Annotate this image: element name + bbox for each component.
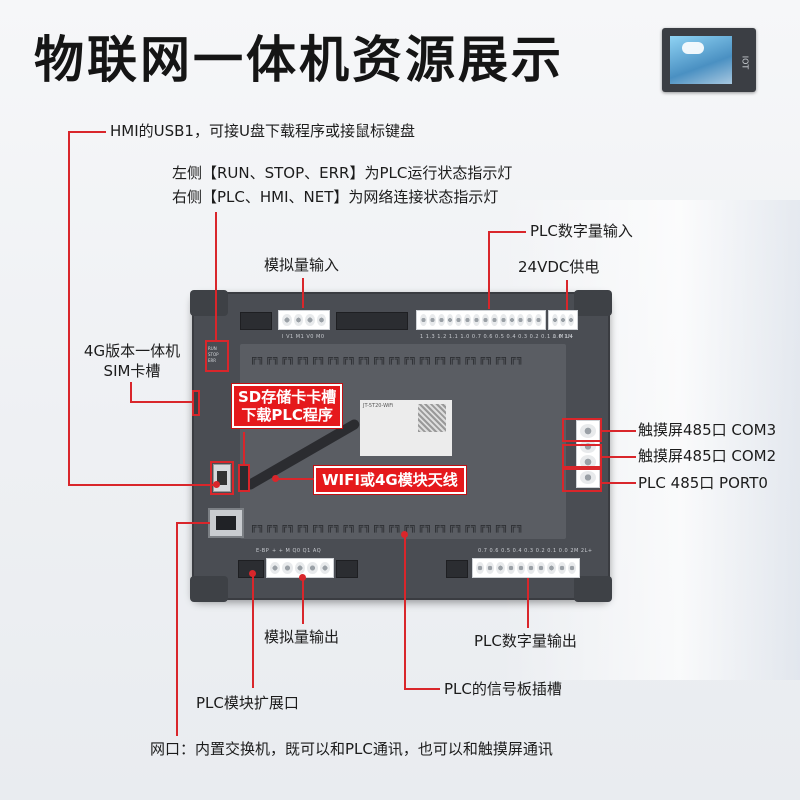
mount-tab: [190, 576, 228, 602]
annotation-leds-left: 左侧【RUN、STOP、ERR】为PLC运行状态指示灯: [172, 164, 513, 182]
annotation-analog-output: 模拟量输出: [264, 628, 340, 646]
leader-dot: [272, 475, 279, 482]
top-dark-terminal: [336, 312, 408, 330]
port0-highlight: [562, 468, 602, 492]
digital-input-pin-labels: 1 1.3 1.2 1.1 1.0 0.7 0.6 0.5 0.4 0.3 0.…: [420, 334, 573, 340]
leader-line: [252, 574, 254, 688]
leader-line: [276, 478, 314, 480]
analog-input-terminal: [278, 310, 330, 330]
digital-output-pin-labels: 0.7 0.6 0.5 0.4 0.3 0.2 0.1 0.0 2M 2L+: [478, 548, 593, 554]
hmi-thumbnail-label: IOT: [740, 55, 750, 70]
sd-card-line1: SD存储卡卡槽: [238, 388, 337, 406]
power-terminal: [548, 310, 578, 330]
hmi-thumbnail: IOT: [662, 28, 756, 92]
top-dark-terminal: [240, 312, 272, 330]
mount-tab: [574, 290, 612, 316]
leader-line: [566, 280, 568, 310]
com2-highlight: [562, 444, 602, 468]
leader-line: [602, 482, 636, 484]
sd-card-line2: 下载PLC程序: [241, 406, 333, 424]
leader-dot: [249, 570, 256, 577]
sim-slot[interactable]: [192, 390, 200, 416]
bottom-dark-terminal: [336, 560, 358, 578]
annotation-com2: 触摸屏485口 COM2: [638, 447, 777, 465]
annotation-signal-board: PLC的信号板插槽: [444, 680, 562, 698]
expansion-label: E-BP: [256, 548, 270, 554]
antenna-tag: WIFI或4G模块天线: [314, 466, 466, 494]
annotation-analog-input: 模拟量输入: [264, 256, 340, 274]
leader-dot: [213, 481, 220, 488]
leader-line: [602, 456, 636, 458]
leader-dot: [299, 574, 306, 581]
leader-line: [68, 131, 106, 133]
annotation-sim-line2: SIM卡槽: [103, 362, 161, 380]
leader-line: [176, 522, 210, 524]
annotation-network-port: 网口：内置交换机，既可以和PLC通讯，也可以和触摸屏通讯: [150, 740, 553, 758]
annotation-digital-input: PLC数字量输入: [530, 222, 633, 240]
com3-highlight: [562, 418, 602, 442]
annotation-digital-output: PLC数字量输出: [474, 632, 577, 650]
leader-line: [243, 432, 245, 466]
leader-line: [130, 382, 132, 402]
nameplate-model: JT-5T20-WiFi: [363, 403, 394, 409]
sd-card-slot[interactable]: [238, 464, 250, 492]
annotation-hmi-usb: HMI的USB1，可接U盘下载程序或接鼠标键盘: [110, 122, 415, 140]
qr-code: [418, 404, 446, 432]
power-pin-labels: ⊥ M L+: [552, 334, 574, 340]
ethernet-port[interactable]: [208, 508, 244, 538]
mount-tab: [574, 576, 612, 602]
leader-line: [68, 131, 70, 485]
annotation-expansion-port: PLC模块扩展口: [196, 694, 299, 712]
expansion-connector[interactable]: [238, 560, 264, 578]
cloud-icon: [682, 42, 704, 54]
analog-input-pin-labels: I V1 M1 V0 M0: [282, 334, 325, 340]
annotation-port0: PLC 485口 PORT0: [638, 474, 768, 492]
analog-output-pin-labels: + + M Q0 Q1 AQ: [272, 548, 322, 554]
iot-device: [190, 290, 612, 602]
rs485-terminal: [576, 420, 600, 488]
annotation-24vdc: 24VDC供电: [518, 258, 600, 276]
annotation-sim-line1: 4G版本一体机: [83, 342, 181, 360]
bottom-dark-terminal: [446, 560, 468, 578]
leader-dot: [401, 531, 408, 538]
vent-pattern: ╔╗╔╗╔╗╔╗╔╗╔╗╔╗╔╗╔╗╔╗╔╗╔╗╔╗╔╗╔╗╔╗╔╗╔╗: [250, 520, 525, 533]
leader-line: [488, 231, 526, 233]
usb-highlight: [210, 461, 234, 495]
leader-line: [130, 401, 192, 403]
leader-line: [404, 688, 440, 690]
annotation-com3: 触摸屏485口 COM3: [638, 421, 777, 439]
vent-pattern: ╔╗╔╗╔╗╔╗╔╗╔╗╔╗╔╗╔╗╔╗╔╗╔╗╔╗╔╗╔╗╔╗╔╗╔╗: [250, 352, 525, 365]
leader-line: [215, 212, 217, 340]
leds-highlight: [205, 340, 229, 372]
leader-line: [176, 522, 178, 736]
leader-line: [302, 578, 304, 624]
digital-input-terminal: [416, 310, 546, 330]
mount-tab: [190, 290, 228, 316]
sd-card-tag: SD存储卡卡槽 下载PLC程序: [232, 384, 343, 428]
leader-line: [488, 231, 490, 309]
leader-line: [302, 278, 304, 308]
leader-line: [404, 534, 406, 689]
leader-line: [68, 484, 216, 486]
annotation-leds-right: 右侧【PLC、HMI、NET】为网络连接状态指示灯: [172, 188, 499, 206]
digital-output-terminal: [472, 558, 580, 578]
leader-line: [602, 430, 636, 432]
leader-line: [527, 578, 529, 628]
page-title: 物联网一体机资源展示: [34, 31, 564, 89]
